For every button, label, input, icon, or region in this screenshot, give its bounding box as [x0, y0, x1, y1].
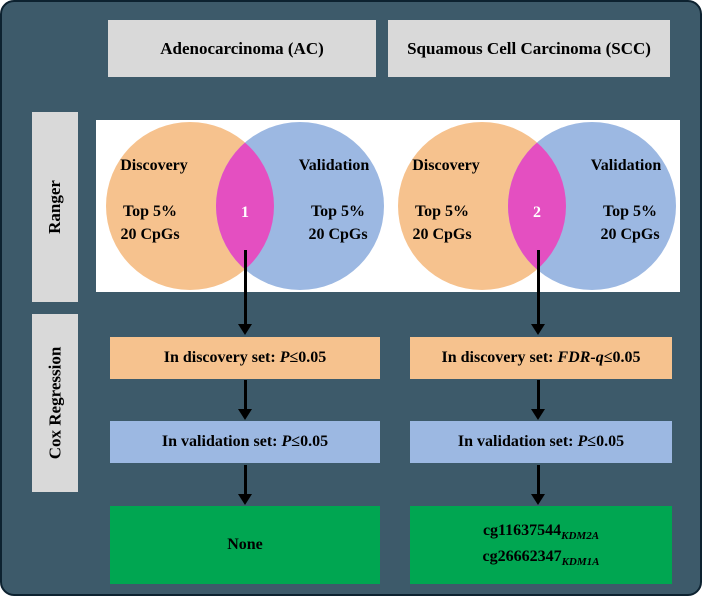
discovery-title: Discovery — [412, 157, 480, 174]
header-squamous-cell-carcinoma: Squamous Cell Carcinoma (SCC) — [388, 20, 670, 77]
flow-arrow-ac-1 — [238, 250, 252, 335]
side-label-ranger: Ranger — [32, 112, 78, 302]
validation-line1: Top 5% — [603, 203, 657, 220]
criteria-prefix: In validation set: — [161, 433, 278, 450]
validation-title: Validation — [299, 157, 370, 174]
side-label-cox-text: Cox Regression — [45, 346, 65, 460]
validation-line2: 20 CpGs — [600, 226, 659, 243]
flow-arrow-scc-3 — [531, 465, 545, 505]
discovery-line1: Top 5% — [415, 203, 469, 220]
venn-diagram-ac: Discovery Top 5% 20 CpGs Validation Top … — [106, 122, 384, 290]
result-none-label: None — [227, 536, 263, 554]
header-squamous-label: Squamous Cell Carcinoma (SCC) — [407, 38, 651, 58]
result-box-ac: None — [110, 506, 380, 584]
criteria-threshold: ≤0.05 — [603, 349, 641, 366]
validation-line2: 20 CpGs — [308, 226, 367, 243]
gene-subscript: KDM1A — [561, 556, 600, 569]
venn-diagram-scc: Discovery Top 5% 20 CpGs Validation Top … — [398, 122, 676, 290]
result-cpg-line-1: cg11637544KDM2A — [483, 519, 599, 545]
overlap-region — [216, 122, 274, 290]
criteria-threshold: ≤0.05 — [291, 433, 329, 450]
validation-criteria-box-ac: In validation set:P ≤0.05 — [110, 421, 380, 463]
discovery-line2: 20 CpGs — [412, 226, 471, 243]
flow-arrow-scc-2 — [531, 380, 545, 420]
side-label-ranger-text: Ranger — [45, 180, 65, 234]
side-label-cox-regression: Cox Regression — [32, 314, 78, 492]
criteria-prefix: In discovery set: — [441, 349, 554, 366]
discovery-line1: Top 5% — [123, 203, 177, 220]
cpg-id: cg26662347 — [482, 548, 562, 565]
discovery-criteria-box-scc: In discovery set:FDR-q ≤0.05 — [410, 337, 672, 379]
criteria-prefix: In validation set: — [457, 433, 574, 450]
validation-criteria-box-scc: In validation set:P ≤0.05 — [410, 421, 672, 463]
flow-arrow-scc-1 — [531, 250, 545, 335]
result-box-scc: cg11637544KDM2A cg26662347KDM1A — [410, 506, 672, 584]
cpg-id: cg11637544 — [482, 521, 562, 539]
criteria-stat: FDR-q — [557, 349, 604, 366]
venn-panel: Discovery Top 5% 20 CpGs Validation Top … — [96, 120, 680, 292]
flow-arrow-ac-2 — [238, 380, 252, 420]
criteria-stat: P — [279, 349, 290, 366]
overlap-region — [508, 122, 566, 290]
flow-arrow-ac-3 — [238, 465, 252, 505]
criteria-threshold: ≤0.05 — [587, 433, 625, 450]
overlap-count: 1 — [241, 204, 249, 221]
gene-subscript: KDM2A — [561, 530, 600, 543]
header-adenocarcinoma: Adenocarcinoma (AC) — [108, 20, 376, 77]
result-cpg-line-2: cg26662347KDM1A — [482, 545, 599, 571]
criteria-prefix: In discovery set: — [163, 349, 276, 366]
overlap-count: 2 — [533, 204, 541, 221]
criteria-stat: P — [281, 433, 292, 450]
criteria-stat: P — [577, 433, 588, 450]
discovery-criteria-box-ac: In discovery set:P ≤0.05 — [110, 337, 380, 379]
discovery-line2: 20 CpGs — [120, 226, 179, 243]
criteria-threshold: ≤0.05 — [289, 349, 327, 366]
validation-line1: Top 5% — [311, 203, 365, 220]
header-adenocarcinoma-label: Adenocarcinoma (AC) — [160, 38, 324, 58]
discovery-title: Discovery — [120, 157, 188, 174]
validation-title: Validation — [591, 157, 662, 174]
